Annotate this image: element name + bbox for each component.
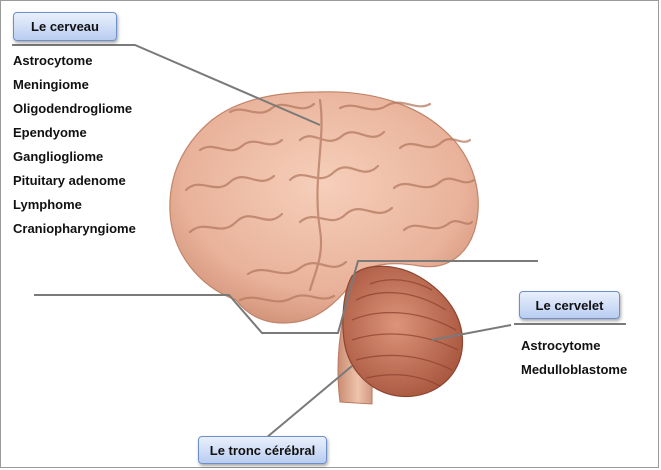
cervelet-tumor-list: Astrocytome Medulloblastome bbox=[521, 334, 627, 382]
cerebellum-shape bbox=[343, 266, 463, 396]
label-cerveau: Le cerveau bbox=[13, 12, 117, 41]
list-item: Astrocytome bbox=[521, 334, 627, 358]
list-item: Lymphome bbox=[13, 193, 136, 217]
list-item: Oligodendrogliome bbox=[13, 97, 136, 121]
list-item: Astrocytome bbox=[13, 49, 136, 73]
leader-line-tronc bbox=[266, 366, 352, 438]
label-cervelet: Le cervelet bbox=[519, 291, 620, 319]
list-item: Ependyome bbox=[13, 121, 136, 145]
list-item: Gangliogliome bbox=[13, 145, 136, 169]
list-item: Medulloblastome bbox=[521, 358, 627, 382]
label-tronc-cerebral: Le tronc cérébral bbox=[198, 436, 327, 464]
list-item: Meningiome bbox=[13, 73, 136, 97]
list-item: Craniopharyngiome bbox=[13, 217, 136, 241]
list-item: Pituitary adenome bbox=[13, 169, 136, 193]
cerveau-tumor-list: Astrocytome Meningiome Oligodendrogliome… bbox=[13, 49, 136, 241]
